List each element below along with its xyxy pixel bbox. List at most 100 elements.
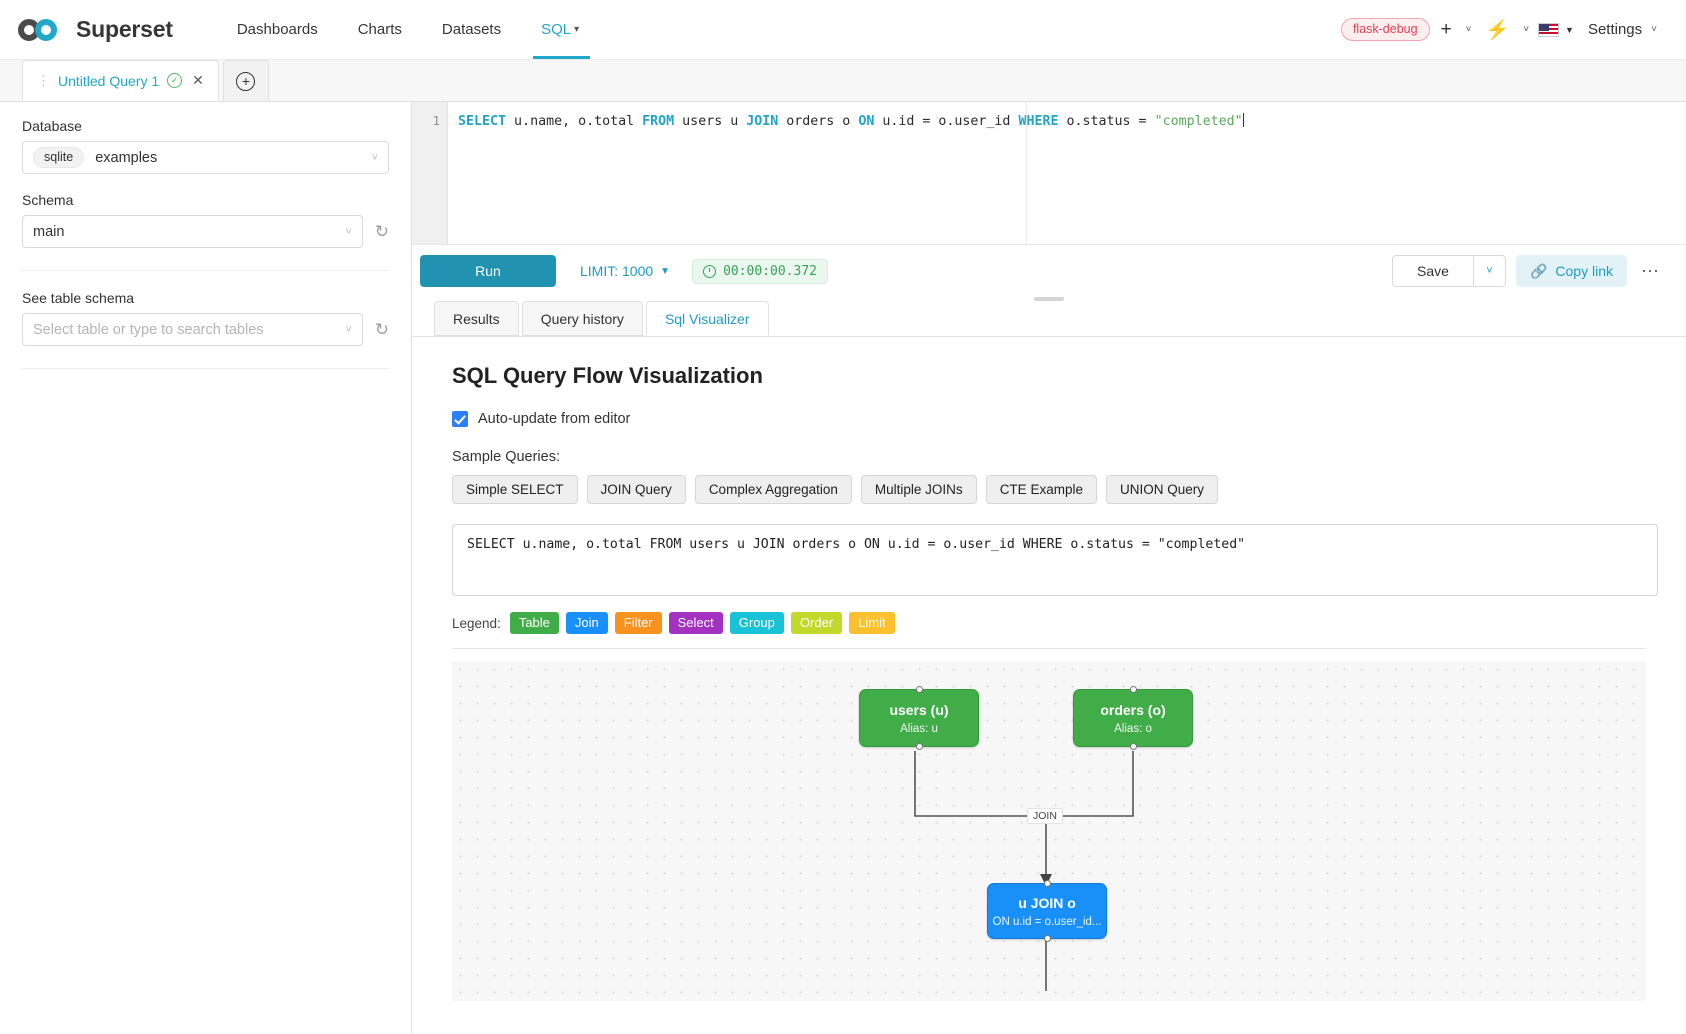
nav-item-datasets[interactable]: Datasets [422, 0, 521, 59]
drag-handle-icon[interactable]: ⋮ [37, 72, 50, 88]
legend-chip-join: Join [565, 612, 608, 634]
main-nav: Dashboards Charts Datasets SQL ▾ [217, 0, 602, 59]
table-select-placeholder: Select table or type to search tables [33, 321, 264, 338]
result-tabs: Results Query history Sql Visualizer [412, 301, 1686, 337]
nav-item-charts[interactable]: Charts [338, 0, 422, 59]
save-chevron-down-icon[interactable]: ˅ [1473, 255, 1506, 287]
settings-chevron-down-icon[interactable]: ˅ [1651, 24, 1657, 35]
limit-dropdown[interactable]: LIMIT: 1000 ▼ [580, 263, 670, 279]
language-flag-icon[interactable] [1538, 22, 1560, 37]
tab-results-label: Results [453, 310, 500, 327]
language-caret-icon[interactable]: ▼ [1565, 24, 1574, 35]
query-tab-untitled-query-1[interactable]: ⋮ Untitled Query 1 ✓ ✕ [22, 60, 219, 101]
sql-visualizer-panel: SQL Query Flow Visualization Auto-update… [412, 337, 1686, 1034]
sample-query-cte-example[interactable]: CTE Example [985, 475, 1097, 504]
sidebar-divider [22, 270, 389, 271]
clock-icon [703, 264, 717, 278]
tab-sql-visualizer[interactable]: Sql Visualizer [645, 301, 769, 336]
check-circle-icon: ✓ [167, 73, 183, 88]
database-field: Database sqlite examples ˅ [22, 118, 389, 174]
flow-edges [914, 751, 1134, 991]
editor-toolbar: Run LIMIT: 1000 ▼ 00:00:00.372 Save ˅ 🔗 [412, 245, 1686, 297]
refresh-schema-icon[interactable]: ↻ [374, 222, 389, 241]
auto-update-label: Auto-update from editor [478, 411, 631, 427]
flow-edge-label-join: JOIN [1027, 808, 1063, 824]
panel-resize-handle[interactable] [1034, 297, 1064, 301]
settings-menu[interactable]: Settings [1587, 21, 1643, 38]
editor-code-area[interactable]: SELECT u.name, o.total FROM users u JOIN… [448, 102, 1686, 244]
copy-link-button[interactable]: 🔗 Copy link [1515, 255, 1627, 287]
legend-chip-order: Order [790, 612, 843, 634]
sample-query-simple-select[interactable]: Simple SELECT [452, 475, 578, 504]
schema-select[interactable]: main ˅ [22, 215, 363, 248]
query-tab-label: Untitled Query 1 [58, 72, 160, 89]
flow-node-join-title: u JOIN o [1018, 894, 1076, 911]
page-title: SQL Query Flow Visualization [452, 363, 763, 388]
sidebar-divider-2 [22, 368, 389, 369]
plus-circle-icon: + [236, 71, 256, 91]
legend-chip-filter: Filter [614, 612, 662, 634]
save-button[interactable]: Save [1392, 255, 1474, 287]
flow-node-users-title: users (u) [889, 701, 949, 718]
nav-item-dashboards-label: Dashboards [236, 21, 318, 38]
flow-canvas[interactable]: users (u) Alias: u orders (o) Alias: o J… [452, 661, 1646, 1001]
main-panel: 1 SELECT u.name, o.total FROM users u JO… [412, 102, 1686, 1034]
auto-update-row: Auto-update from editor [452, 411, 1658, 427]
flow-node-orders[interactable]: orders (o) Alias: o [1073, 686, 1193, 750]
flow-node-join-subtitle: ON u.id = o.user_id... [992, 915, 1102, 928]
top-navbar: Superset Dashboards Charts Datasets SQL … [0, 0, 1686, 60]
editor-gutter: 1 [412, 102, 448, 244]
see-table-schema-label: See table schema [22, 290, 135, 306]
nav-item-dashboards[interactable]: Dashboards [217, 0, 338, 59]
node-handle-bottom[interactable] [915, 743, 923, 750]
tab-results[interactable]: Results [434, 301, 519, 336]
nav-right-group: flask-debug + ˅ ⚡ ˅ ▼ Settings ˅ [1340, 18, 1660, 42]
sample-queries-label: Sample Queries: [452, 449, 560, 465]
auto-update-checkbox[interactable] [452, 411, 468, 427]
node-handle-top[interactable] [1043, 880, 1051, 887]
run-button[interactable]: Run [420, 255, 556, 287]
link-icon: 🔗 [1529, 262, 1548, 279]
sample-queries-row: Simple SELECT JOIN Query Complex Aggrega… [452, 475, 1658, 504]
bolt-icon[interactable]: ⚡ [1485, 19, 1510, 41]
sql-editor[interactable]: 1 SELECT u.name, o.total FROM users u JO… [412, 102, 1686, 245]
legend-chip-select: Select [668, 612, 723, 634]
more-options-icon[interactable]: ⋯ [1641, 260, 1660, 281]
database-select[interactable]: sqlite examples ˅ [22, 141, 389, 174]
bolt-chevron-down-icon[interactable]: ˅ [1523, 24, 1530, 35]
plus-icon[interactable]: + [1440, 18, 1452, 40]
legend: Legend: Table Join Filter Select Group O… [452, 612, 1658, 634]
node-handle-top[interactable] [1129, 686, 1137, 693]
flow-node-users[interactable]: users (u) Alias: u [859, 686, 979, 750]
flow-node-join[interactable]: u JOIN o ON u.id = o.user_id... [987, 880, 1107, 942]
node-handle-top[interactable] [915, 686, 923, 693]
sample-query-union-query[interactable]: UNION Query [1105, 475, 1218, 504]
tab-query-history[interactable]: Query history [521, 301, 643, 336]
legend-chip-table: Table [509, 612, 559, 634]
node-handle-bottom[interactable] [1129, 743, 1137, 750]
schema-value: main [33, 223, 65, 240]
nav-item-sql[interactable]: SQL ▾ [521, 0, 602, 59]
brand-logo-group[interactable]: Superset [18, 16, 173, 43]
add-query-tab-button[interactable]: + [222, 60, 269, 101]
nav-item-charts-label: Charts [357, 21, 402, 38]
chevron-down-icon: ▼ [660, 265, 671, 277]
table-select[interactable]: Select table or type to search tables ˅ [22, 313, 363, 346]
copy-link-label: Copy link [1555, 263, 1613, 279]
node-handle-bottom[interactable] [1043, 935, 1051, 942]
nav-item-sql-label: SQL [541, 21, 572, 38]
sample-query-join-query[interactable]: JOIN Query [586, 475, 686, 504]
query-textarea[interactable] [452, 524, 1658, 596]
editor-column-marker [1026, 102, 1027, 244]
plus-chevron-down-icon[interactable]: ˅ [1465, 24, 1472, 35]
legend-chip-group: Group [729, 612, 784, 634]
brand-name: Superset [76, 16, 173, 42]
query-tab-bar: ⋮ Untitled Query 1 ✓ ✕ + [0, 60, 1686, 102]
database-engine-pill: sqlite [33, 147, 85, 168]
sample-query-complex-aggregation[interactable]: Complex Aggregation [694, 475, 852, 504]
sample-query-multiple-joins[interactable]: Multiple JOINs [860, 475, 977, 504]
close-icon[interactable]: ✕ [192, 72, 204, 88]
flask-debug-badge: flask-debug [1340, 18, 1430, 41]
refresh-tables-icon[interactable]: ↻ [374, 320, 389, 339]
